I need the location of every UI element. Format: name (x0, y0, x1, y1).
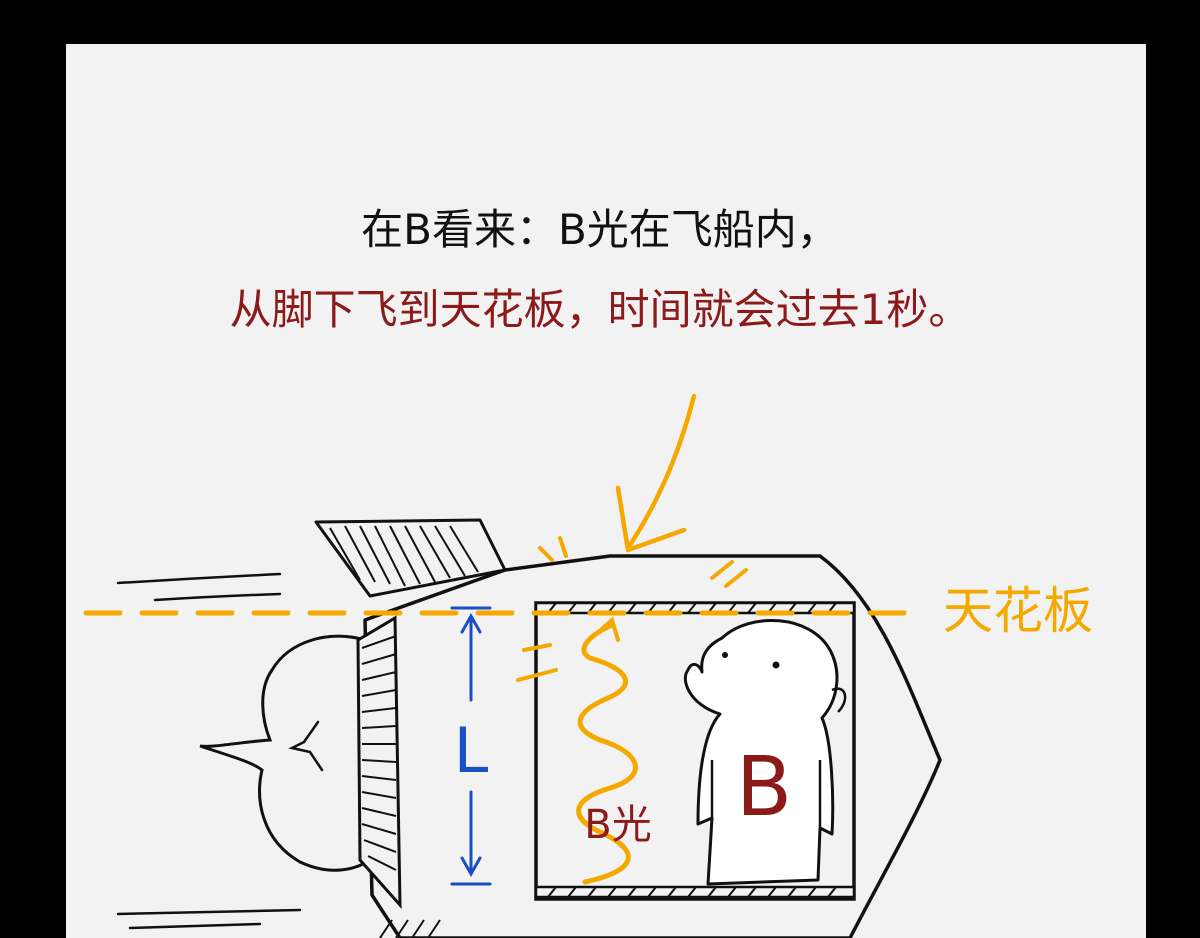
light-wave (576, 623, 638, 885)
caption-line-1: 在B看来：B光在飞船内， (361, 205, 839, 254)
fin-hatching (329, 525, 479, 587)
person-b-eye-left (722, 652, 728, 658)
person-b-body (683, 619, 839, 886)
person-b-eye-right (772, 661, 780, 669)
tail-hatching (361, 635, 397, 871)
exhaust-detail (288, 720, 324, 772)
length-label: L (454, 714, 489, 787)
ceiling-label: 天花板 (943, 582, 1093, 640)
speed-lines (116, 572, 302, 930)
length-indicator (450, 606, 492, 886)
light-label: B光 (584, 802, 651, 848)
cabin-hatching (547, 602, 837, 898)
caption-line-2: 从脚下飞到天花板，时间就会过去1秒。 (229, 285, 971, 334)
pointer-arrow (615, 393, 697, 553)
light-wave-arrowhead (594, 616, 620, 642)
person-label: B (736, 740, 792, 835)
person-b-ear (831, 687, 847, 713)
bottom-hatching (379, 919, 441, 938)
impact-marks (516, 536, 748, 682)
exhaust-cloud (199, 634, 372, 872)
